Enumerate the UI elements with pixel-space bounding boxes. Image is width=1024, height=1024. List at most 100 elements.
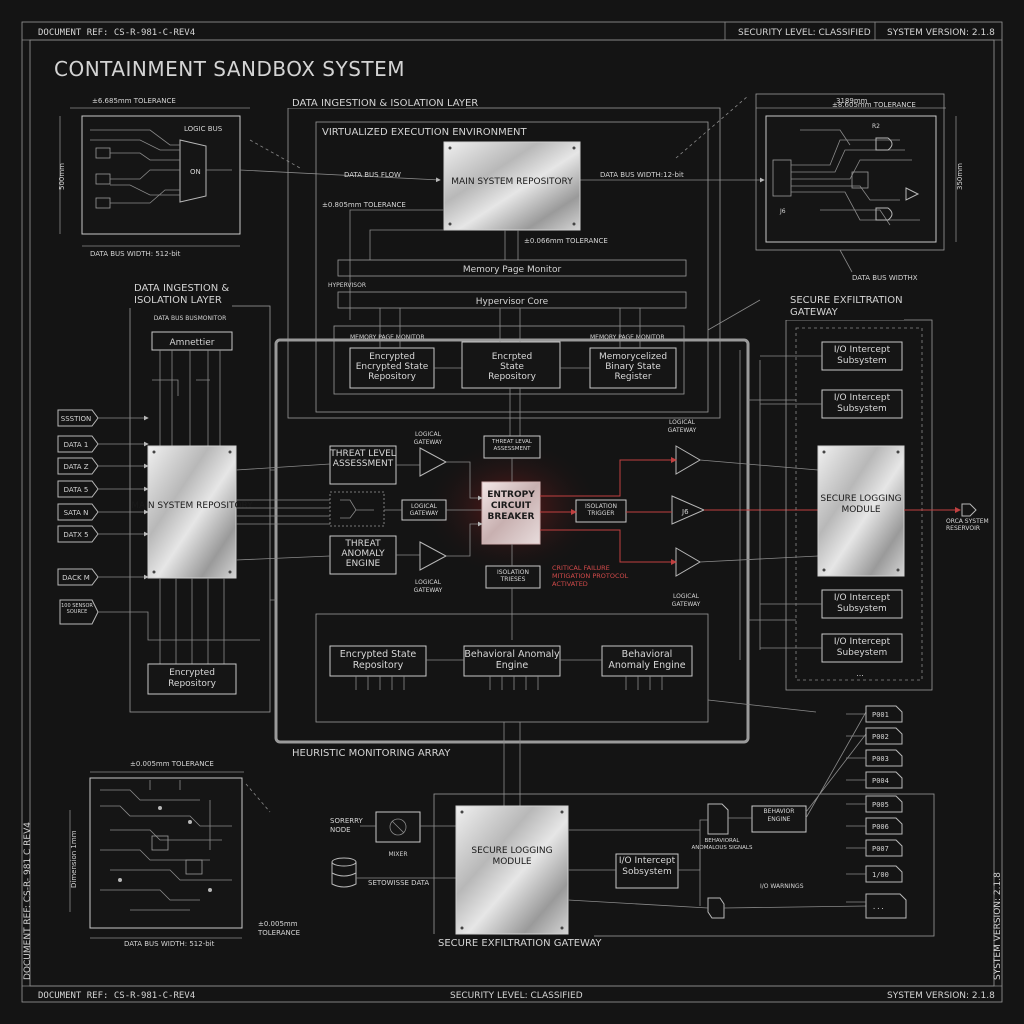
behav-small-label: BEHAVIORAL ANOMALOUS SIGNALS [691, 838, 753, 851]
top-right-bus: DATA BUS WIDTH:12-bit [600, 171, 684, 179]
bl-tolerance2-2: TOLERANCE [257, 929, 300, 937]
logical-gw-bot-1: LOGICAL [415, 579, 442, 586]
amnettier-label: Amnettier [170, 338, 215, 348]
enc-state-3-label: Memorycelized Binary State Register [598, 352, 668, 382]
threat-assess-box [329, 445, 397, 485]
input-connector: DATA 5 [57, 480, 149, 498]
io-intercept-label: I/O Intercept Subsystem [833, 345, 891, 366]
sensor-label: 100 SENSOR SOURCE [61, 603, 93, 615]
io-intercept-box [821, 389, 903, 419]
output-label: ORCA SYSTEM RESERVOIR [946, 518, 989, 532]
main-repo-left-label: MAIN SYSTEM REPOSITORY [131, 501, 253, 511]
file-label: P002 [872, 733, 889, 741]
hypervisor-small: HYPERVISOR [328, 282, 366, 289]
outer-frame [21, 21, 1003, 1003]
data-store-label: SETOWISSE DATA [368, 879, 429, 887]
isolation-trigger-label: ISOLATION TRIGGER [584, 503, 618, 517]
enc-state-3 [589, 347, 677, 389]
header-security: SECURITY LEVEL: CLASSIFIED [738, 28, 871, 38]
virtualized-label: VIRTUALIZED EXECUTION ENVIRONMENT [322, 127, 528, 138]
file-label: P003 [872, 755, 889, 763]
input-label: DATA 1 [64, 441, 89, 449]
enc-state-2 [461, 341, 561, 389]
io-bottom-label: I/O Intercept Sobsystem [618, 856, 676, 877]
io-intercept-label: I/O Intercept Subeystem [833, 637, 891, 658]
header-bar: DOCUMENT REF: CS-R-981-C-REV4 SECURITY L… [22, 22, 1002, 41]
header-version: SYSTEM VERSION: 2.1.8 [887, 28, 995, 38]
bl-dim-side: Dimension 1mm [70, 830, 78, 888]
io-intercept-box [821, 341, 903, 371]
input-label: DACK M [62, 574, 90, 582]
footer-version: SYSTEM VERSION: 2.1.8 [887, 991, 995, 1001]
behav-engine-2 [601, 645, 693, 677]
logical-gw-mid-label: LOGICAL GATEWAY [409, 503, 439, 517]
file-list: P001P002P003P004P005P006P0071/00... [846, 705, 907, 919]
gateway-right-bot-icon [675, 547, 701, 577]
tl-dim: 500mm [58, 163, 66, 190]
left-inputs: SSSTION DATA 1 DATA Z DATA 5 SATA N DATX 5 DAC… [57, 409, 149, 586]
tl-tolerance: ±6.685mm TOLERANCE [92, 97, 176, 105]
input-connector: DATA Z [57, 457, 149, 475]
ingestion-left-layer: DATA INGESTION & ISOLATION LAYER DATA BU… [126, 280, 271, 713]
input-connector: SSSTION [57, 409, 149, 427]
mux-box [329, 491, 385, 527]
behavior-engine-label: BEHAVIOR ENGINE [763, 808, 795, 823]
hypervisor-core: Hypervisor Core [476, 297, 549, 307]
header-doc-ref: DOCUMENT REF: CS-R-981-C-REV4 [38, 28, 195, 38]
logical-gw-top-1: LOGICAL [415, 431, 442, 438]
tl-chip-label: ON [190, 168, 201, 176]
file-label: P005 [872, 801, 889, 809]
exfil-right-label-1: SECURE EXFILTRATION [790, 295, 903, 306]
logical-right-top-1: LOGICAL [669, 419, 696, 426]
threat-assess-label: THREAT LEVEL ASSESSMENT [330, 449, 396, 469]
file-icon [865, 893, 907, 919]
file-label: P006 [872, 823, 889, 831]
memory-page-monitor: Memory Page Monitor [463, 265, 562, 275]
tr-tolerance: ±8.605mm TOLERANCE [832, 101, 916, 109]
enc-state-2-label: Encrpted State Repository [488, 352, 536, 382]
input-connector: DATX 5 [57, 525, 149, 543]
logical-right-top-2: GATEWAY [668, 427, 697, 434]
footer-side-right: SYSTEM VERSION: 2.1.8 [993, 872, 1003, 980]
mixer-label: MIXER [388, 851, 407, 858]
behav-engine-1 [463, 645, 561, 677]
file-label: ... [872, 903, 885, 911]
io-intercept-box [821, 589, 903, 619]
main-repo-left [147, 445, 237, 579]
top-left-schematic: ±6.685mm TOLERANCE LOGIC BUS ON 500mm DA… [58, 97, 250, 258]
bl-tolerance: ±0.005mm TOLERANCE [130, 760, 214, 768]
tr-small: J6 [779, 208, 786, 215]
data-bus-flow: DATA BUS FLOW [344, 171, 401, 179]
logging-bottom-label: SECURE LOGGING MODULE [471, 846, 553, 867]
main-repo-top-label: MAIN SYSTEM REPOSITORY [451, 177, 573, 187]
exfil-right: SECURE EXFILTRATION GATEWAY I/O Intercep… [739, 290, 989, 691]
file-label: P007 [872, 845, 889, 853]
logging-bottom [455, 805, 569, 935]
logging-right-label: SECURE LOGGING MODULE [820, 494, 902, 515]
tr-bus-width-bottom: DATA BUS WIDTHX [852, 274, 918, 282]
exfil-right-dots: ... [856, 669, 864, 678]
gateway-right-top-icon [675, 445, 701, 475]
io-bottom-box [615, 853, 679, 889]
logical-right-bot-1: LOGICAL [673, 593, 700, 600]
file-icon [865, 771, 903, 789]
input-label: DATA 5 [64, 486, 89, 494]
input-label: SSSTION [61, 415, 91, 423]
input-connector: DACK M [57, 568, 149, 586]
exfil-bottom-label: SECURE EXFILTRATION GATEWAY [438, 938, 602, 949]
exfil-bottom: SECURE EXFILTRATION GATEWAY SORERRY NODE… [330, 705, 935, 949]
input-connector: SATA N [57, 503, 149, 521]
gateway-right-mid-icon [671, 495, 706, 525]
enc-state-heuristic [329, 645, 427, 677]
file-icon [865, 727, 903, 745]
output-icon [961, 503, 977, 517]
behav-engine-2-label: Behavioral Anomaly Engine [608, 649, 686, 671]
logical-gw-bot-2: GATEWAY [414, 587, 443, 594]
file-icon [865, 865, 903, 883]
tr-dim-side: 350mm [956, 163, 964, 190]
bl-tolerance2-1: ±0.005mm [258, 920, 298, 928]
input-connector: DATA 1 [57, 435, 149, 453]
footer-security: SECURITY LEVEL: CLASSIFIED [450, 991, 583, 1001]
